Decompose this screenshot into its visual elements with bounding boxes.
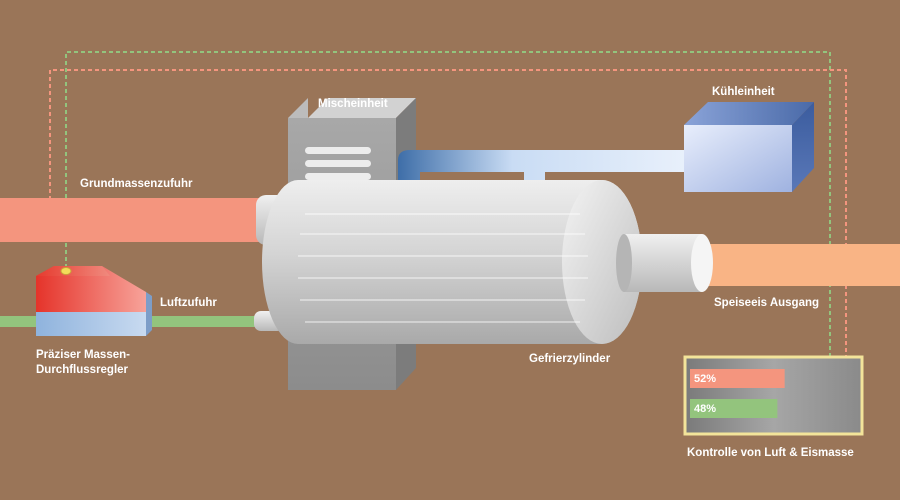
label-flow-controller-line2: Durchflussregler [36, 364, 129, 376]
air-signal-line [65, 51, 831, 358]
label-mixing-unit: Mischeinheit [318, 98, 388, 110]
sensor-indicator [60, 267, 72, 275]
mass-flow-controller [36, 266, 152, 336]
mass-ratio-bar [690, 369, 785, 388]
label-flow-controller-line1: Präziser Massen- [36, 349, 130, 361]
air-percent-value: 48% [694, 403, 717, 415]
mass-signal-line [49, 69, 847, 358]
label-ice-cream-output: Speiseeis Ausgang [714, 297, 820, 309]
control-panel [683, 355, 864, 436]
air-pipe-left [0, 316, 38, 327]
mass-percent-value: 52% [694, 373, 717, 385]
output-pipe [696, 244, 900, 286]
label-base-mass-supply: Grundmassenzufuhr [80, 178, 193, 190]
label-freezing-cylinder: Gefrierzylinder [529, 353, 611, 365]
base-mass-pipe [0, 198, 262, 242]
label-air-supply: Luftzufuhr [160, 297, 217, 309]
air-pipe-right [146, 316, 264, 327]
cooling-unit [684, 102, 814, 192]
cooling-pipe [398, 150, 684, 188]
output-nozzle [616, 234, 713, 292]
freezing-cylinder [262, 180, 642, 344]
label-cooling-unit: Kühleinheit [712, 86, 775, 98]
label-control-panel: Kontrolle von Luft & Eismasse [687, 447, 854, 459]
air-ratio-bar [690, 399, 778, 418]
